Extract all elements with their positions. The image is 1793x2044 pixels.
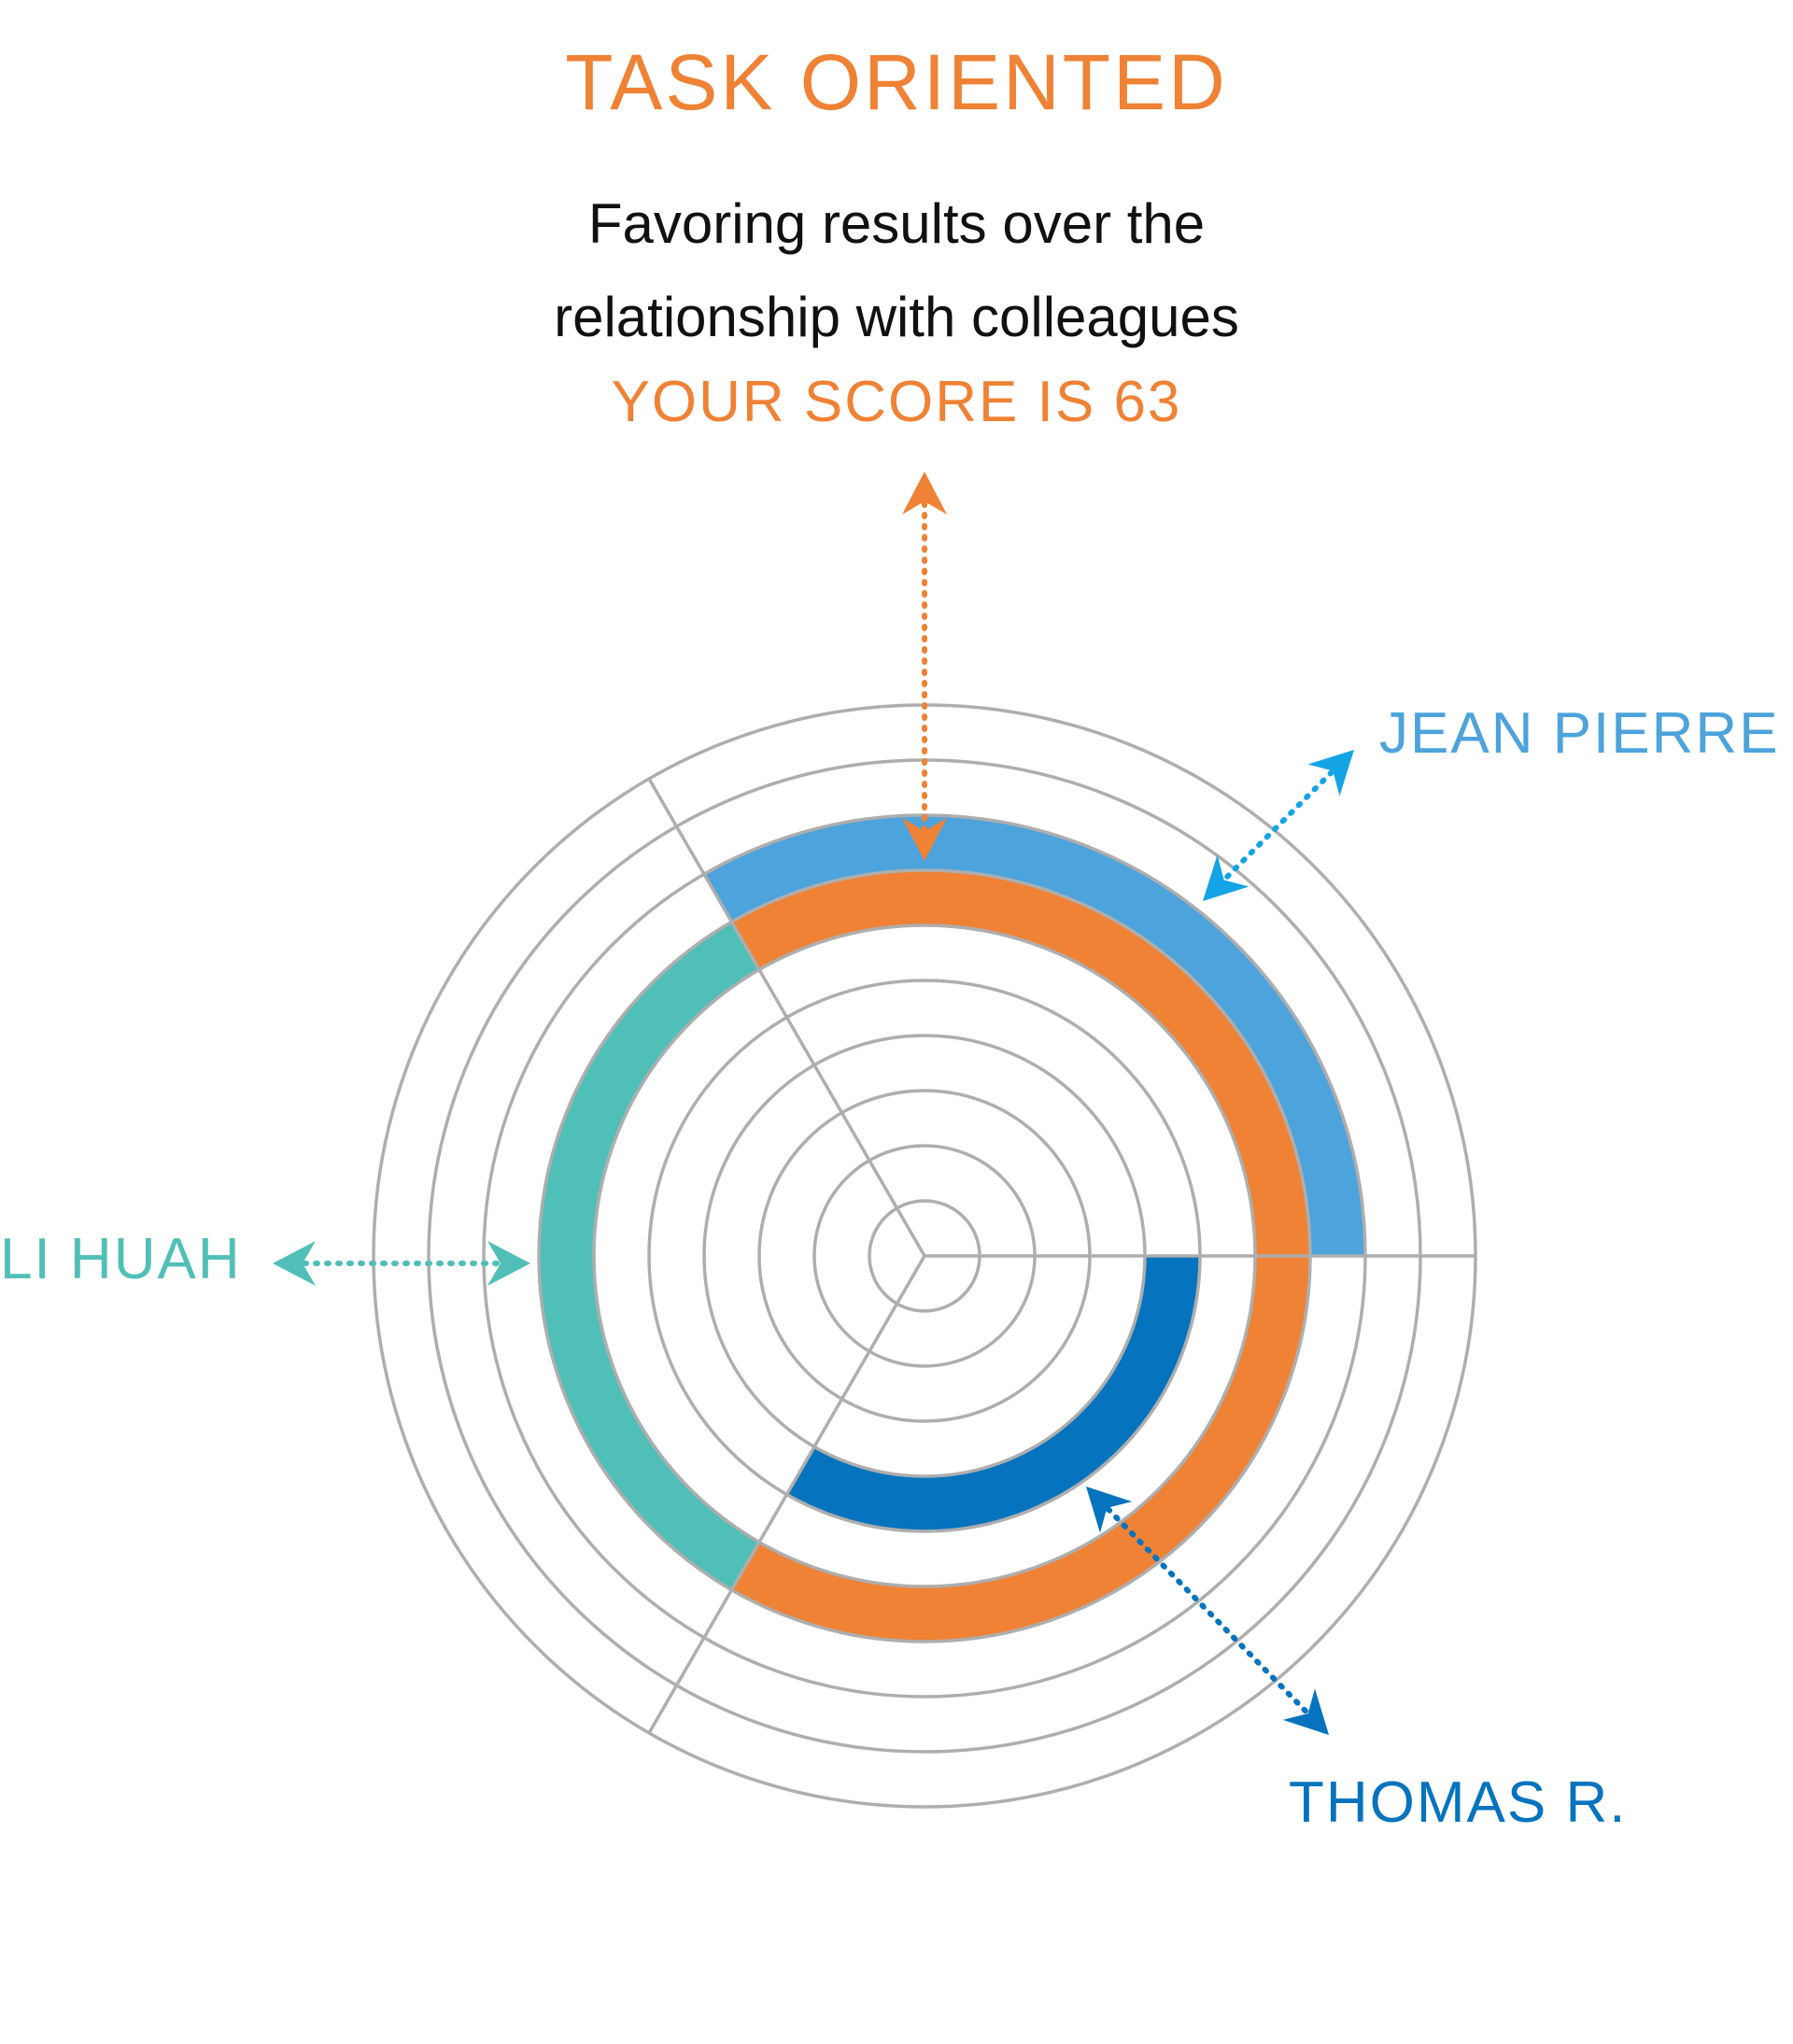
pointer-thomas-r-arrowhead-start	[1086, 1487, 1133, 1533]
pointer-you-arrowhead-start	[902, 472, 947, 515]
pointer-jean-pierre-arrowhead-start	[1307, 750, 1354, 796]
label-jean-pierre: JEAN PIERRE	[1379, 701, 1780, 766]
pointer-li-huah-arrowhead-start	[273, 1241, 316, 1286]
grid-spoke	[647, 778, 926, 1257]
pointer-jean-pierre-line	[1222, 769, 1334, 881]
pointer-thomas-r-arrowhead-end	[1282, 1688, 1329, 1735]
pointer-li-huah-arrowhead-end	[487, 1241, 530, 1286]
label-thomas-r: THOMAS R.	[1289, 1770, 1628, 1835]
chart-subtitle: Favoring results over the relationship w…	[0, 177, 1793, 364]
pointer-jean-pierre-arrowhead-end	[1203, 854, 1249, 901]
bar-you	[731, 869, 1310, 1642]
grid-spoke	[647, 1255, 926, 1734]
bar-li-huah	[539, 922, 759, 1590]
chart-title: TASK ORIENTED	[565, 38, 1228, 126]
subtitle-line-1: Favoring results over the	[587, 192, 1206, 255]
bar-jean-pierre	[704, 815, 1365, 1256]
pointer-thomas-r-line	[1105, 1506, 1310, 1715]
subtitle-line-2: relationship with colleagues	[554, 286, 1239, 348]
bar-thomas-r	[786, 1256, 1200, 1531]
score-text: YOUR SCORE IS 63	[611, 370, 1182, 434]
label-li-huah: LI HUAH	[0, 1227, 242, 1291]
pointer-you-arrowhead-end	[902, 818, 947, 861]
